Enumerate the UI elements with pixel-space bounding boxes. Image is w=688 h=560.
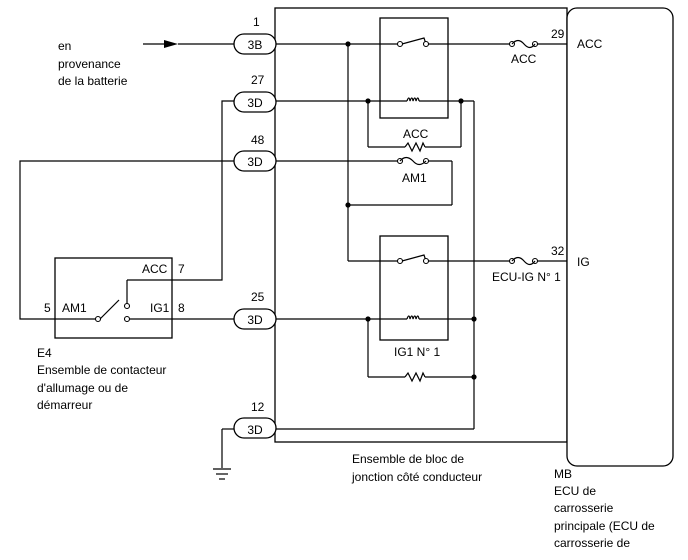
- connector-3-code: 3D: [247, 155, 263, 169]
- connector-3-pin: 48: [251, 133, 265, 147]
- junction-block-caption-1: Ensemble de bloc de: [352, 452, 464, 466]
- ecu-caption-5: carrosserie de: [554, 536, 630, 550]
- relay-acc-label: ACC: [403, 127, 429, 141]
- battery-note-line-3: de la batterie: [58, 74, 128, 88]
- switch-description-2: d'allumage ou de: [37, 381, 128, 395]
- switch-am1-label: AM1: [62, 301, 87, 315]
- ecu-caption-2: ECU de: [554, 484, 596, 498]
- connector-5-pin: 12: [251, 400, 265, 414]
- coil-icon: [406, 97, 420, 320]
- ecu-pin-29-label: ACC: [577, 37, 603, 51]
- ecu-pin-32: 32: [551, 244, 565, 258]
- fuse-icon: [399, 39, 536, 266]
- battery-note-line-1: en: [58, 39, 71, 53]
- ground-icon: [213, 468, 231, 480]
- resistor-icon: [404, 141, 426, 383]
- connector-2-code: 3D: [247, 96, 263, 110]
- connector-2-pin: 27: [251, 73, 265, 87]
- battery-note-line-2: provenance: [58, 57, 121, 71]
- ecu-caption-3: carrosserie: [554, 501, 614, 515]
- relay-ig1-box: [379, 235, 449, 341]
- ecu-pin-29: 29: [551, 27, 565, 41]
- connector-5-code: 3D: [247, 423, 263, 437]
- fuse-acc-label: ACC: [511, 52, 537, 66]
- switch-ig1-label: IG1: [150, 301, 170, 315]
- switch-code: E4: [37, 346, 52, 360]
- junction-dots: [345, 41, 477, 380]
- switch-description-1: Ensemble de contacteur: [37, 363, 166, 377]
- connector-1-pin: 1: [253, 15, 260, 29]
- switch-description-3: démarreur: [37, 398, 92, 412]
- switch-acc-label: ACC: [142, 262, 168, 276]
- fuse-ecu-ig-label: ECU-IG N° 1: [492, 270, 561, 284]
- switch-acc-pin: 7: [178, 262, 185, 276]
- connector-4-pin: 25: [251, 290, 265, 304]
- connector-1-code: 3B: [248, 38, 263, 52]
- switch-ig1-pin: 8: [178, 301, 185, 315]
- ecu-pin-32-label: IG: [577, 255, 590, 269]
- connector-4-code: 3D: [247, 313, 263, 327]
- fuse-am1-label: AM1: [402, 171, 427, 185]
- ecu-caption-4: principale (ECU de: [554, 519, 655, 533]
- switch-am1-pin: 5: [44, 301, 51, 315]
- relay-acc-box: [379, 17, 449, 119]
- junction-block-caption-2: jonction côté conducteur: [351, 470, 482, 484]
- connector-ovals: [233, 33, 277, 439]
- ecu-caption-1: MB: [554, 467, 572, 481]
- ecu-body-box: [566, 7, 674, 467]
- relay-ig1-label: IG1 N° 1: [394, 345, 440, 359]
- battery-arrow-icon: [143, 40, 234, 48]
- wires: [19, 37, 567, 468]
- ignition-switch-box: [54, 257, 173, 339]
